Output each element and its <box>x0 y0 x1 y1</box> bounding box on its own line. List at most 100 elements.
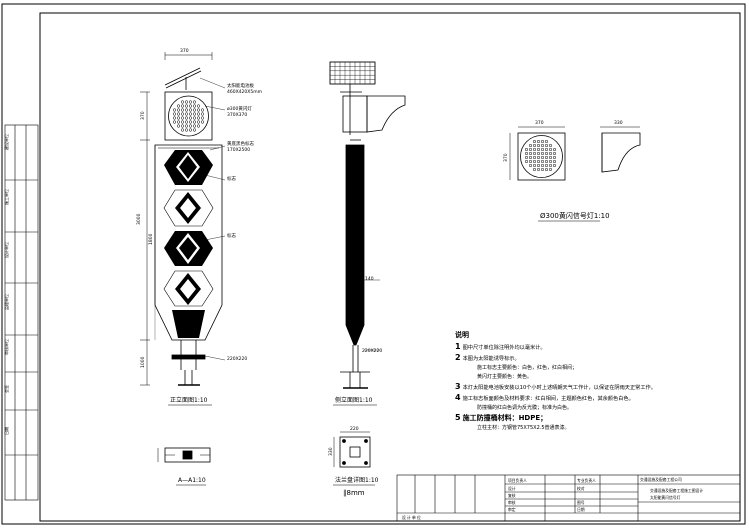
strip-label-1: 施工单位 <box>3 189 9 205</box>
strip-label-0: 建设单位 <box>3 134 9 150</box>
tb-right-0: 专业负责人 <box>577 478 596 483</box>
section-label: A—A1:10 <box>178 477 206 484</box>
led-dot <box>180 120 185 124</box>
led-dot <box>532 163 537 168</box>
led-dot <box>536 143 541 148</box>
front-lamp-leds <box>172 100 205 132</box>
led-dot <box>532 151 537 156</box>
led-dot <box>544 155 549 160</box>
led-dot <box>544 147 549 152</box>
led-dot <box>540 163 545 168</box>
tb-row-1: 设计 <box>508 486 516 491</box>
note-sub-d: 立柱主材：方钢管75X75X2.5普通表漆。 <box>477 425 570 431</box>
led-dot <box>528 155 533 160</box>
led-dot <box>188 100 193 104</box>
dim-plate-height: 330 <box>328 447 334 456</box>
led-dot <box>184 124 189 128</box>
led-dot <box>548 163 553 168</box>
led-dot <box>548 167 553 172</box>
note-text-5: 施工防撞桶材料：HDPE； <box>462 414 548 422</box>
led-dot <box>544 167 549 172</box>
led-dot <box>176 112 181 116</box>
tb-signature-row: 设 计 单 位 <box>402 515 421 520</box>
led-dot <box>188 104 193 108</box>
led-dot <box>536 163 541 168</box>
led-dot <box>176 108 181 112</box>
led-dot <box>184 104 189 108</box>
callout-lamp-spec: 370X370 <box>227 112 247 118</box>
led-dot <box>200 112 205 116</box>
led-dot <box>176 124 181 128</box>
side-solar-panel-grid <box>329 61 376 85</box>
base-plate-label: 法兰盘详图1:10 <box>335 476 379 484</box>
title-block <box>396 474 741 522</box>
led-dot <box>528 151 533 156</box>
note-num-5: 5 <box>455 413 461 422</box>
dim-total-height: 3000 <box>136 213 142 225</box>
led-dot <box>172 120 177 124</box>
tb-right-3: 日期 <box>577 507 585 512</box>
callout-sign: 黄底黑色标志 <box>227 140 254 147</box>
led-dot <box>528 159 533 164</box>
callout-arrow-label: 标志 <box>227 175 236 182</box>
led-dot <box>548 143 553 148</box>
tb-org: 交通设施及配套工程公司 <box>640 477 682 482</box>
led-dot <box>180 116 185 120</box>
led-dot <box>536 159 541 164</box>
led-dot <box>544 143 549 148</box>
front-callouts <box>199 77 226 361</box>
led-dot <box>524 155 529 160</box>
led-dot <box>176 120 181 124</box>
note-text-3: 本灯太阳能电池板安装以10个小时上述晴朗天气工作计，以保证在阴雨天正常工作。 <box>462 385 656 391</box>
note-text-1: 图中尺寸单位除注明外均以毫米计。 <box>462 345 546 351</box>
led-dot <box>548 147 553 152</box>
led-dot <box>172 112 177 116</box>
outer-frame <box>1 3 746 525</box>
led-dot <box>180 100 185 104</box>
note-sub-c: 防撞桶的红白色调为反光膜；标准为白色。 <box>477 405 573 411</box>
led-dot <box>188 120 193 124</box>
led-dot <box>188 108 193 112</box>
note-num-3: 3 <box>455 382 461 391</box>
led-dot <box>192 108 197 112</box>
detail-lamp-leds <box>524 139 557 172</box>
led-dot <box>196 120 201 124</box>
led-dot <box>540 155 545 160</box>
led-dot <box>188 128 193 132</box>
led-dot <box>184 112 189 116</box>
led-dot <box>528 143 533 148</box>
led-dot <box>552 159 557 164</box>
led-dot <box>180 124 185 128</box>
led-dot <box>552 151 557 156</box>
led-dot <box>196 124 201 128</box>
strip-label-2: 设计单位 <box>3 242 9 258</box>
led-dot <box>548 151 553 156</box>
strip-label-4: 审核单位 <box>3 339 9 355</box>
callout-bolt: 220X220 <box>227 356 247 362</box>
led-dot <box>540 167 545 172</box>
led-dot <box>532 159 537 164</box>
base-thickness: ∥8mm <box>343 489 365 497</box>
led-dot <box>552 147 557 152</box>
front-diamond-panels <box>163 150 214 338</box>
led-dot <box>548 155 553 160</box>
led-dot <box>188 124 193 128</box>
dim-plate-width: 220 <box>350 426 359 432</box>
led-dot <box>532 147 537 152</box>
led-dot <box>192 116 197 120</box>
note-num-4: 4 <box>455 393 461 402</box>
led-dot <box>196 112 201 116</box>
led-dot <box>536 139 541 144</box>
tb-row-2: 复核 <box>508 493 516 498</box>
led-dot <box>540 159 545 164</box>
led-dot <box>532 155 537 160</box>
led-dot <box>200 116 205 120</box>
led-dot <box>548 159 553 164</box>
strip-label-5: 会签 <box>3 385 9 393</box>
led-dot <box>192 128 197 132</box>
tb-right-1: 校对 <box>577 486 585 491</box>
dim-body-height: 1800 <box>148 233 154 245</box>
led-dot <box>192 112 197 116</box>
